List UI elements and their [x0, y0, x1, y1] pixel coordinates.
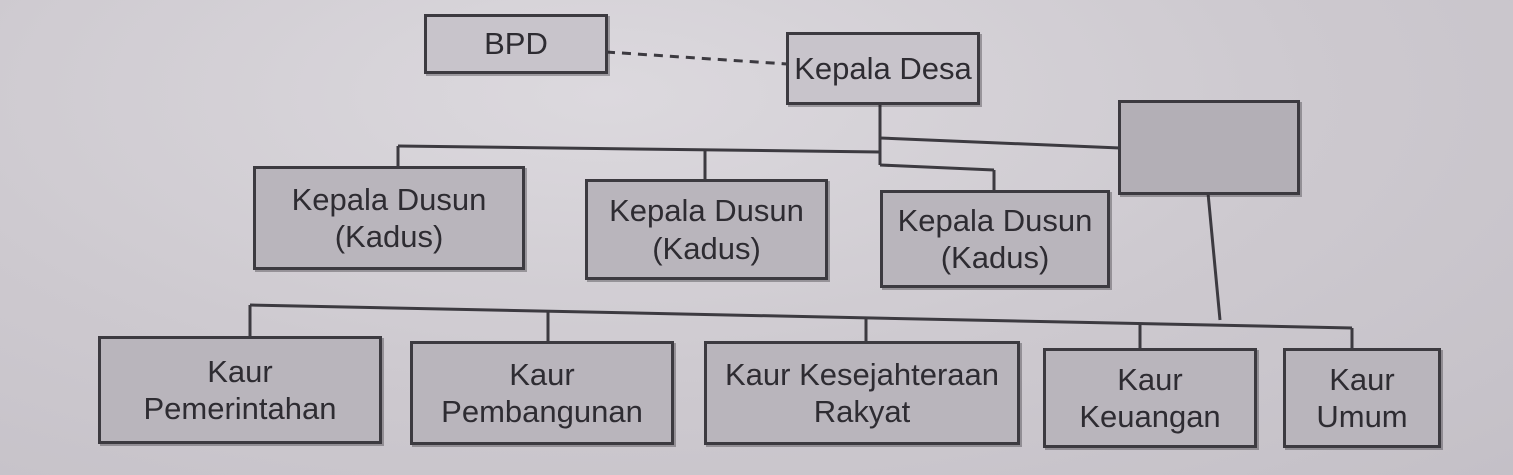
kaur-pembangunan-line2: Pembangunan [441, 394, 643, 429]
sekretaris-desa-box [1118, 100, 1300, 195]
kaur-keuangan-line2: Keuangan [1079, 399, 1221, 434]
dusun-bar [397, 144, 881, 154]
kaur-umum-line1: Kaur [1329, 361, 1395, 397]
kepala-dusun-2-line2: (Kadus) [652, 230, 761, 266]
kaur-pemerintahan-line1: Kaur [207, 353, 273, 389]
kaur-pembangunan-line1: Kaur [509, 356, 575, 392]
kepala-dusun-1-line1: Kepala Dusun [291, 181, 487, 217]
kaur-kesejahteraan-line1: Kaur Kesejahteraan [724, 356, 1000, 392]
kaur-umum-line2: Umum [1316, 399, 1408, 434]
kepala-dusun-box-3: Kepala Dusun (Kadus) [880, 190, 1110, 288]
secretary-connector [879, 136, 1121, 150]
kepala-dusun-3-line1: Kepala Dusun [897, 202, 1093, 238]
secretary-stem [1206, 192, 1222, 321]
kepala-dusun-2-line1: Kepala Dusun [609, 193, 804, 229]
kaur-kesejahteraan-line2: Rakyat [813, 394, 911, 429]
kaur-keuangan-box: Kaur Keuangan [1043, 348, 1257, 448]
kaur-keuangan-line1: Kaur [1117, 361, 1183, 397]
kepala-dusun-box-2: Kepala Dusun (Kadus) [585, 179, 828, 280]
kaur-pemerintahan-box: Kaur Pemerintahan [98, 336, 382, 444]
kepala-desa-label: Kepala Desa [794, 50, 972, 86]
kaur-pemerintahan-line2: Pemerintahan [143, 391, 337, 426]
kepala-dusun-box-1: Kepala Dusun (Kadus) [253, 166, 525, 270]
dusun-bar-right [879, 163, 995, 172]
kepala-dusun-1-line2: (Kadus) [334, 219, 444, 254]
kepala-dusun-3-line2: (Kadus) [940, 240, 1050, 275]
kaur-umum-box: Kaur Umum [1283, 348, 1441, 448]
bpd-box: BPD [424, 14, 608, 74]
kepala-desa-box: Kepala Desa [786, 32, 980, 105]
bpd-dashed-connector [605, 50, 788, 66]
kaur-bar [249, 303, 1353, 330]
bpd-label: BPD [484, 26, 548, 62]
kaur-pembangunan-box: Kaur Pembangunan [410, 341, 674, 445]
kaur-kesejahteraan-box: Kaur Kesejahteraan Rakyat [704, 341, 1020, 445]
